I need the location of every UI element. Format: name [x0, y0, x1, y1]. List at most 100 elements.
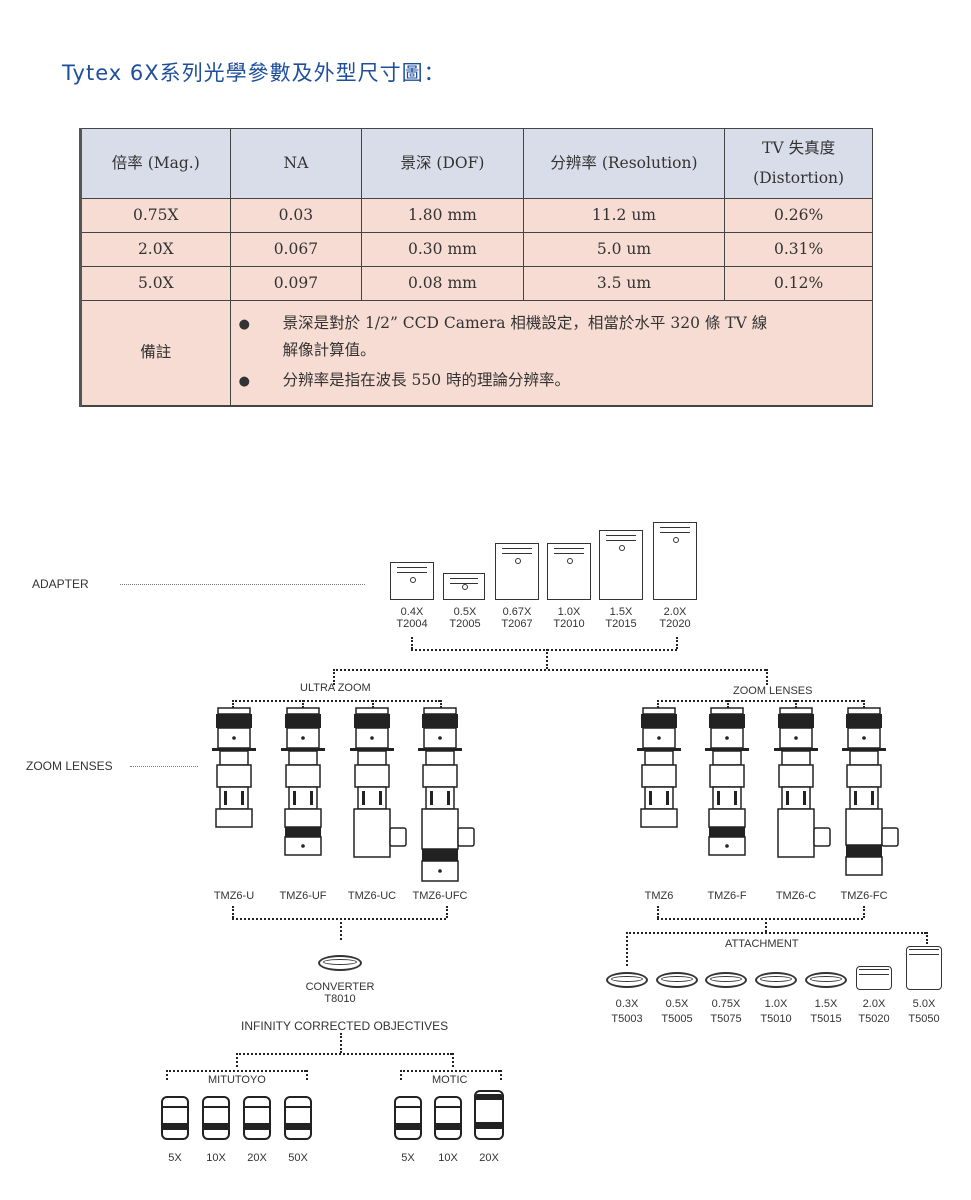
converter-code: T8010: [324, 993, 356, 1005]
converter-label: CONVERTER: [305, 981, 375, 993]
ultra-zoom-label: ULTRA ZOOM: [300, 682, 371, 694]
model-label: TMZ6-F: [707, 890, 747, 902]
attachment-mag-label: 2.0X: [862, 998, 886, 1010]
objective-lens-icon: [284, 1096, 312, 1140]
table-row: 2.0X 0.067 0.30 mm 5.0 um 0.31%: [79, 232, 873, 267]
attachment-ring-icon: [755, 972, 797, 988]
objective-mag-label: 5X: [401, 1152, 415, 1164]
adapter-icon: [599, 530, 643, 600]
zoom-lenses-section-label: ZOOM LENSES: [26, 759, 113, 773]
attachment-code-label: T5005: [661, 1013, 693, 1025]
adapter-code-label: T2020: [659, 618, 691, 630]
model-label: TMZ6-UFC: [412, 890, 468, 902]
bullet-icon: ●: [238, 374, 250, 389]
cell-resolution: 3.5 um: [522, 266, 726, 301]
cell-resolution: 11.2 um: [522, 198, 726, 233]
adapter-icon: [547, 543, 591, 600]
model-label: TMZ6-C: [775, 890, 817, 902]
adapter-code-label: T2005: [449, 618, 481, 630]
objective-mag-label: 20X: [247, 1152, 267, 1164]
attachment-code-label: T5050: [908, 1013, 940, 1025]
zoom-lens-icon: [350, 707, 407, 858]
attachment-mag-label: 0.5X: [665, 998, 689, 1010]
attachment-mag-label: 1.0X: [764, 998, 788, 1010]
attachment-code-label: T5020: [858, 1013, 890, 1025]
cell-mag: 5.0X: [79, 266, 231, 301]
adapter-code-label: T2015: [605, 618, 637, 630]
adapter-code-label: T2067: [501, 618, 533, 630]
cell-dof: 0.30 mm: [361, 232, 524, 267]
objective-mag-label: 10X: [206, 1152, 226, 1164]
objective-lens-icon: [202, 1096, 230, 1140]
adapter-icon: [443, 573, 485, 600]
model-label: TMZ6-UC: [347, 890, 397, 902]
adapter-icon: [653, 522, 697, 600]
attachment-ring-icon: [705, 972, 747, 988]
notes-row: 備註 ● 景深是對於 1/2” CCD Camera 相機設定，相當於水平 32…: [79, 300, 874, 407]
adapter-code-label: T2004: [396, 618, 428, 630]
infinity-objectives-label: INFINITY CORRECTED OBJECTIVES: [241, 1019, 449, 1033]
notes-body: ● 景深是對於 1/2” CCD Camera 相機設定，相當於水平 320 條…: [229, 300, 874, 407]
objective-mag-label: 10X: [438, 1152, 458, 1164]
note-text: 解像計算值。: [282, 340, 376, 359]
model-label: TMZ6-U: [213, 890, 255, 902]
attachment-mag-label: 0.75X: [711, 998, 741, 1010]
zoom-lens-icon: [418, 707, 475, 882]
header-na: NA: [229, 128, 363, 199]
cell-mag: 2.0X: [79, 232, 231, 267]
page-title: Tytex 6X系列光學參數及外型尺寸圖：: [62, 61, 446, 85]
attachment-code-label: T5015: [810, 1013, 842, 1025]
attachment-ring-icon: [656, 972, 698, 988]
cell-na: 0.067: [229, 232, 363, 267]
table-header-row: 倍率 (Mag.) NA 景深 (DOF) 分辨率 (Resolution) T…: [79, 128, 873, 199]
attachment-mag-label: 0.3X: [615, 998, 639, 1010]
objective-lens-icon: [474, 1090, 504, 1140]
model-label: TMZ6-UF: [279, 890, 327, 902]
adapter-section-label: ADAPTER: [32, 577, 89, 591]
zoom-lens-icon: [774, 707, 831, 858]
adapter-code-label: T2010: [553, 618, 585, 630]
motic-label: MOTIC: [432, 1074, 468, 1086]
zoom-lens-icon: [705, 707, 749, 856]
objective-lens-icon: [434, 1096, 462, 1140]
attachment-code-label: T5003: [611, 1013, 643, 1025]
cell-na: 0.097: [229, 266, 363, 301]
header-resolution: 分辨率 (Resolution): [522, 128, 726, 199]
cell-resolution: 5.0 um: [522, 232, 726, 267]
model-label: TMZ6: [644, 890, 674, 902]
zoom-lens-icon: [637, 707, 681, 828]
header-distortion-line1: TV 失真度: [762, 139, 836, 158]
cell-dof: 1.80 mm: [361, 198, 524, 233]
attachment-code-label: T5010: [760, 1013, 792, 1025]
table-row: 5.0X 0.097 0.08 mm 3.5 um 0.12%: [79, 266, 873, 301]
zoom-lenses-group-label: ZOOM LENSES: [733, 685, 813, 697]
attachment-mag-label: 1.5X: [814, 998, 838, 1010]
header-distortion: TV 失真度 (Distortion): [724, 128, 873, 199]
attachment-mag-label: 5.0X: [912, 998, 936, 1010]
attachment-code-label: T5075: [710, 1013, 742, 1025]
bullet-icon: ●: [238, 316, 250, 332]
adapter-mag-label: 0.4X: [400, 606, 424, 618]
adapter-mag-label: 1.0X: [557, 606, 581, 618]
objective-lens-icon: [161, 1096, 189, 1140]
cell-mag: 0.75X: [79, 198, 231, 233]
attachment-ring-icon: [856, 966, 892, 990]
objective-lens-icon: [394, 1096, 422, 1140]
cell-distortion: 0.12%: [724, 266, 873, 301]
cell-distortion: 0.31%: [724, 232, 873, 267]
model-label: TMZ6-FC: [840, 890, 888, 902]
optical-spec-table: 倍率 (Mag.) NA 景深 (DOF) 分辨率 (Resolution) T…: [79, 128, 874, 407]
attachment-label: ATTACHMENT: [722, 938, 802, 950]
adapter-icon: [390, 562, 434, 600]
adapter-icon: [495, 543, 539, 600]
adapter-mag-label: 0.5X: [453, 606, 477, 618]
cell-na: 0.03: [229, 198, 363, 233]
attachment-ring-icon: [606, 972, 648, 988]
objective-lens-icon: [243, 1096, 271, 1140]
table-row: 0.75X 0.03 1.80 mm 11.2 um 0.26%: [79, 198, 873, 233]
header-dof: 景深 (DOF): [361, 128, 524, 199]
zoom-lens-icon: [212, 707, 256, 828]
header-magnification: 倍率 (Mag.): [79, 128, 231, 199]
attachment-ring-icon: [805, 972, 847, 988]
mitutoyo-label: MITUTOYO: [208, 1074, 266, 1086]
